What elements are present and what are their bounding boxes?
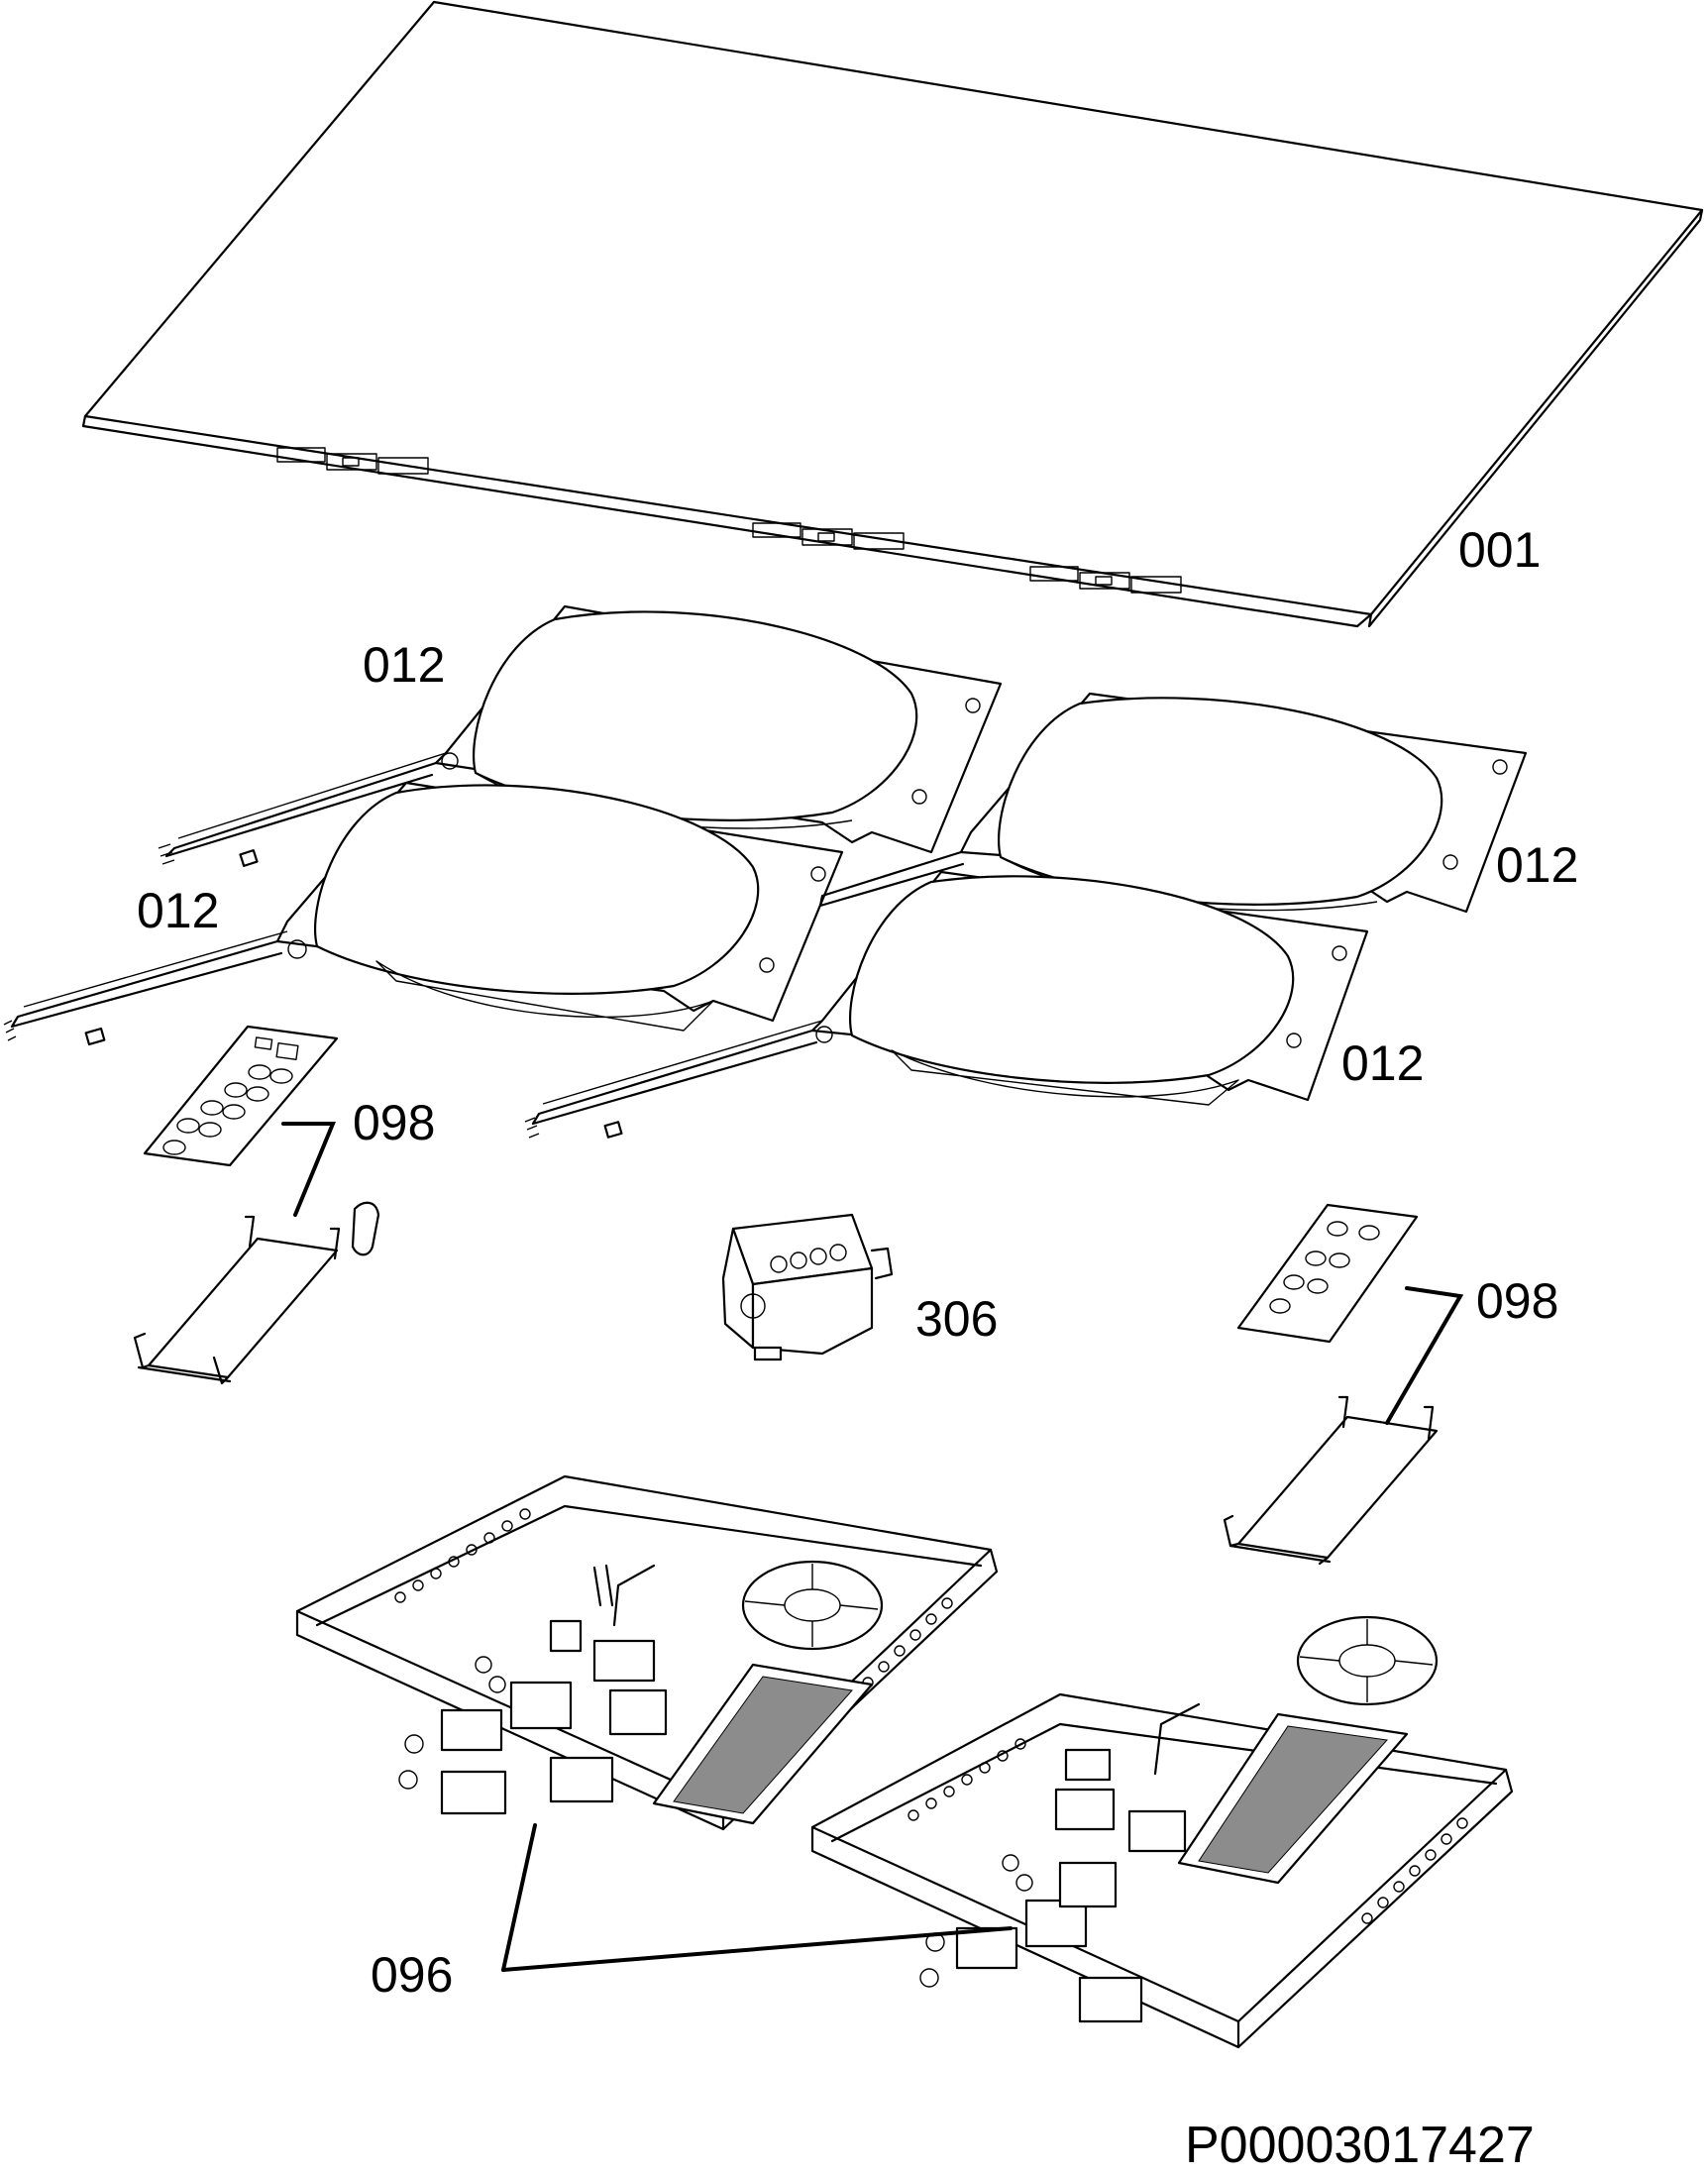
terminal-block-part [721, 1213, 894, 1361]
leader-098-left [281, 1122, 336, 1217]
label-098-left: 098 [353, 1095, 435, 1150]
drawing-code: P00003017427 [1185, 2117, 1535, 2174]
power-board-right [810, 1615, 1514, 2049]
control-module-left [133, 1025, 380, 1385]
leader-098-right [1385, 1286, 1464, 1425]
induction-coil-top-left [158, 604, 1003, 867]
power-board-left [295, 1474, 999, 1831]
induction-coil-bottom-left [3, 781, 844, 1046]
label-001: 001 [1458, 522, 1541, 578]
label-306: 306 [915, 1291, 998, 1347]
induction-coil-top-right [818, 692, 1528, 914]
label-098-right: 098 [1476, 1273, 1558, 1329]
label-096: 096 [371, 1947, 453, 2003]
label-012-top-right: 012 [1496, 837, 1578, 893]
induction-coil-bottom-right [524, 870, 1369, 1139]
leader-096-left [501, 1823, 537, 1972]
leader-lines [281, 1122, 1464, 1972]
leader-096-right [501, 1926, 1013, 1972]
glass-top-part [81, 0, 1704, 628]
control-module-right [1223, 1203, 1439, 1566]
label-012-top-left: 012 [363, 637, 445, 693]
label-012-bottom-left: 012 [137, 883, 219, 938]
label-012-bottom-right: 012 [1341, 1035, 1424, 1091]
